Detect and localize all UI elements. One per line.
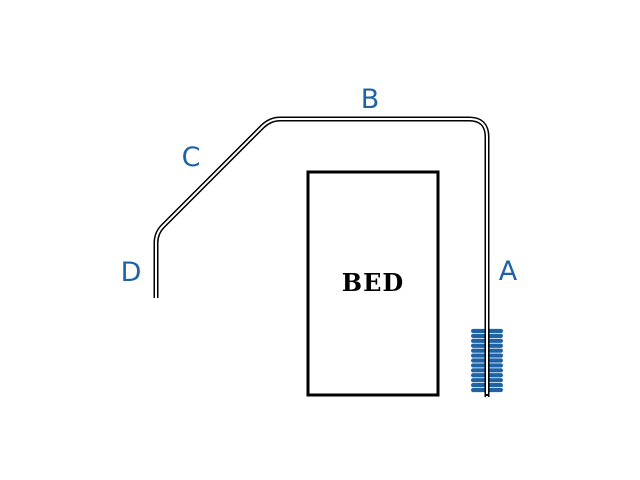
segment-label-c: C [182, 142, 201, 173]
rail [153, 116, 490, 397]
segment-label-d: D [121, 257, 142, 288]
spring-rail-core-inner [486, 327, 488, 394]
segment-label-b: B [361, 84, 380, 115]
segment-label-a: A [499, 256, 518, 287]
coil-spring-icon [471, 327, 503, 396]
rail-inner [155, 118, 488, 397]
bed-outline [306, 170, 440, 397]
bed-label: BED [342, 268, 404, 297]
